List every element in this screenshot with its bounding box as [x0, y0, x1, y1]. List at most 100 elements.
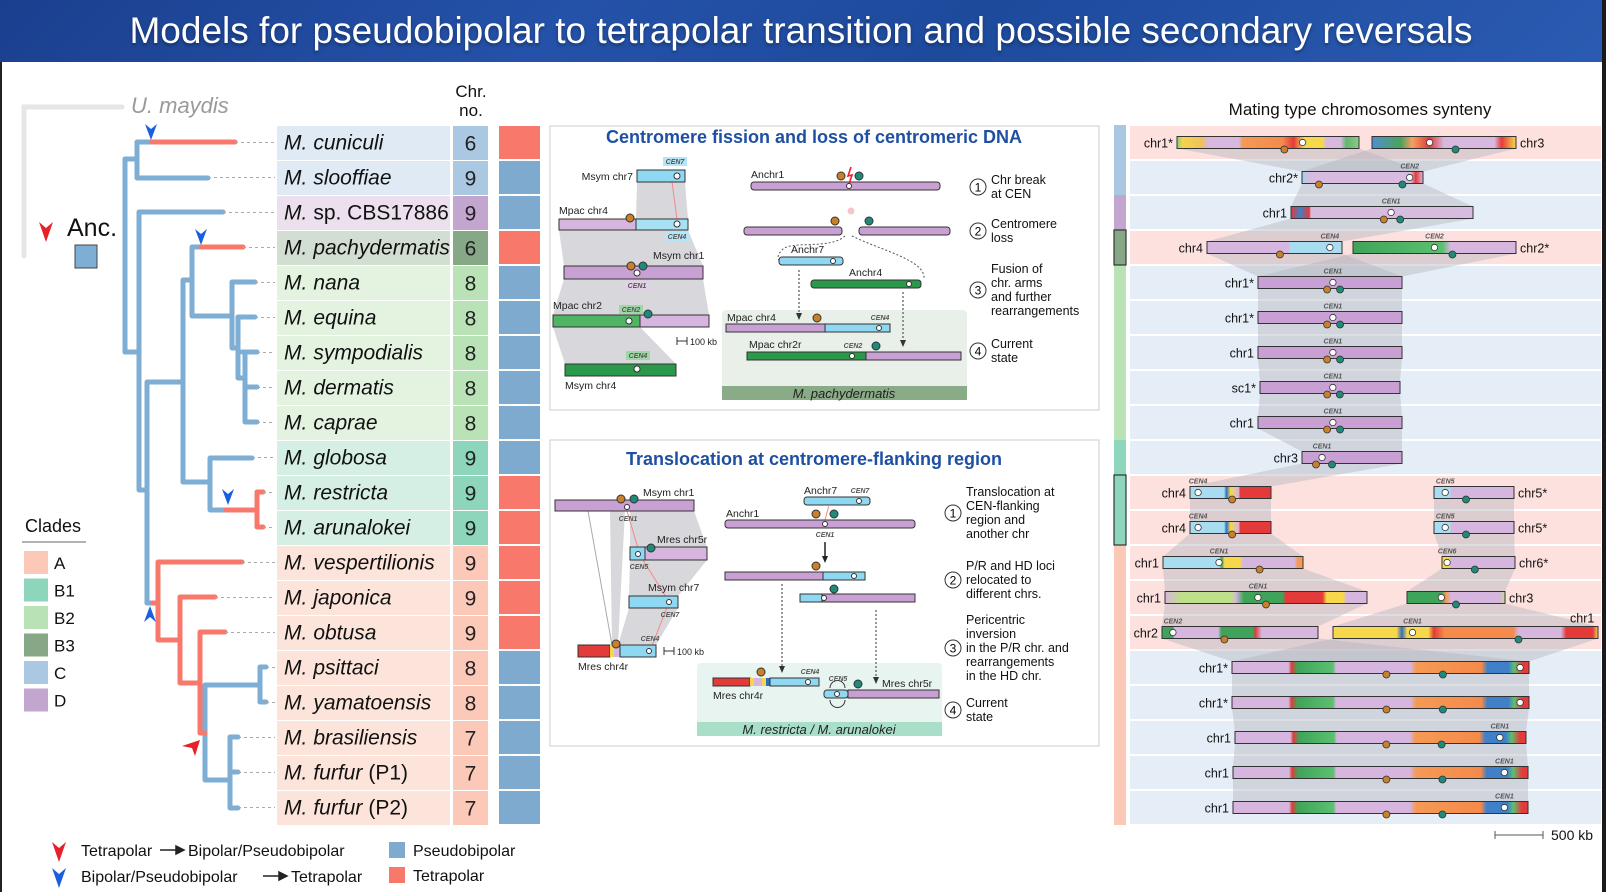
species-band-label: M. restricta / M. arunalokei — [742, 722, 896, 737]
synteny-ribbon — [1233, 743, 1528, 767]
epithet: slooffiae — [313, 167, 391, 190]
clade-strip-segment — [1114, 195, 1126, 230]
species-cell — [277, 441, 450, 475]
step-number-circle — [944, 639, 962, 657]
genus: M. — [284, 447, 307, 470]
step-number: 1 — [950, 507, 957, 521]
synteny-ribbon — [1291, 183, 1473, 207]
genus: M. — [284, 727, 307, 750]
mating-type-cell — [499, 371, 540, 404]
cen-label: CEN1 — [1495, 794, 1514, 801]
cen-label: CEN4 — [1321, 234, 1340, 241]
species-cell — [277, 301, 450, 335]
orange-locus-marker — [1382, 810, 1391, 819]
centromere-marker — [846, 183, 852, 189]
centromere-marker — [633, 269, 641, 277]
teal-locus-marker — [829, 584, 839, 594]
centromere-marker — [1516, 698, 1524, 707]
orange-locus-marker — [626, 261, 636, 271]
clade-legend-item: C — [24, 661, 66, 684]
label-mpac-chr4-current: Mpac chr4 — [727, 312, 776, 324]
clade-strip-segment — [1114, 160, 1126, 195]
clade-color-cell — [453, 651, 488, 685]
clade-color-cell — [453, 756, 488, 790]
chromosome-bar — [1232, 766, 1529, 779]
panel-translocation: Translocation at centromere-flanking reg… — [549, 439, 1100, 747]
species-name: M.brasiliensis — [284, 727, 418, 750]
centromere-marker — [849, 353, 855, 359]
blue-arrowhead-icon — [195, 229, 207, 245]
tetrapolar-swatch — [389, 867, 405, 883]
clade-label: B3 — [54, 637, 75, 656]
chromosome: chr2*CEN2 — [1269, 164, 1424, 189]
genus: M. — [284, 272, 307, 295]
epithet: yamatoensis — [311, 692, 431, 715]
mating-type-cell — [499, 336, 540, 369]
species-cell — [277, 581, 450, 615]
chromosome-label: chr5* — [1518, 522, 1547, 536]
cen-label: CEN1 — [1313, 444, 1332, 451]
species-cell — [277, 686, 450, 720]
scale-bar — [1494, 831, 1544, 839]
species-cell — [277, 126, 450, 160]
step-number-circle — [969, 178, 987, 196]
chromosome-bar — [1441, 556, 1516, 569]
clade-legend-item: B2 — [24, 606, 75, 629]
step-number: 2 — [975, 225, 982, 239]
teal-locus-marker — [829, 509, 839, 519]
clade-strip-segment — [1114, 335, 1126, 370]
mating-type-cell — [499, 616, 540, 649]
step-text: Current — [991, 337, 1033, 351]
epithet: arunalokei — [313, 517, 411, 540]
synteny-ribbon — [1258, 323, 1402, 347]
clade-label: C — [54, 664, 66, 683]
cen-label: CEN5 — [1436, 479, 1455, 486]
clade-swatch — [24, 578, 48, 602]
mating-type-cell — [499, 476, 540, 509]
mating-type-cell — [499, 266, 540, 299]
clade-strip-segment — [1114, 720, 1126, 755]
step-text: CEN-flanking — [966, 499, 1040, 513]
chr-header-line2: no. — [459, 101, 483, 120]
chromosome-number: 9 — [465, 448, 477, 471]
chromosome-bar — [1433, 521, 1515, 534]
teal-locus-marker — [853, 679, 863, 689]
blue-arrowhead-icon — [144, 606, 156, 622]
label-mres-chr5r: Mres chr5r — [657, 534, 708, 546]
ancestor-label: Anc. — [67, 214, 117, 242]
chromosome-label: chr5* — [1518, 487, 1547, 501]
species-name: M.cuniculi — [284, 132, 385, 155]
synteny-ribbons — [1162, 148, 1598, 802]
epithet: furfur — [313, 797, 363, 820]
mating-type-cell — [499, 126, 540, 159]
species-cell — [277, 476, 450, 510]
chromosome-number: 8 — [465, 378, 477, 401]
clade-color-cell — [453, 686, 488, 720]
step-number: 3 — [950, 642, 957, 656]
step-text: different chrs. — [966, 587, 1042, 601]
cen-label: CEN2 — [1425, 234, 1444, 241]
centromere-marker — [1437, 593, 1445, 602]
synteny-ribbon — [1190, 463, 1402, 487]
step-text: rearrangements — [991, 304, 1079, 318]
genus: M. — [284, 657, 307, 680]
centromere-marker — [633, 365, 641, 373]
cen-label: CEN4 — [668, 234, 687, 241]
step-number-circle — [944, 504, 962, 522]
chromosome-number: 8 — [465, 693, 477, 716]
step-text: rearrangements — [966, 655, 1054, 669]
label-anchr1: Anchr1 — [726, 508, 759, 520]
step-number: 3 — [975, 284, 982, 298]
